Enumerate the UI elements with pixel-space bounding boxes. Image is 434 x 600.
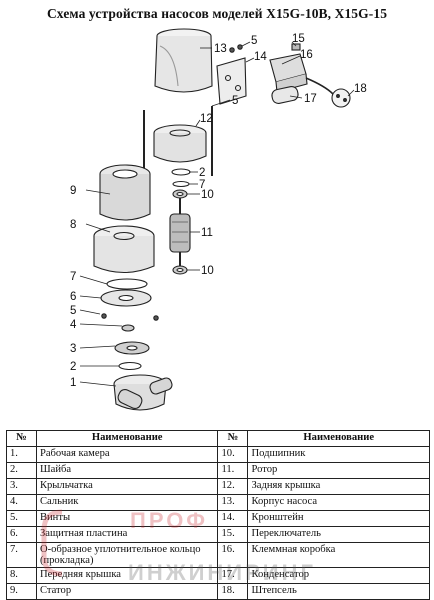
part-name: Рабочая камера <box>35 446 219 463</box>
table-row: 6. Защитная пластина 15. Переключатель <box>6 526 430 543</box>
callout-3: 3 <box>70 343 76 355</box>
part-name: Задняя крышка <box>247 478 430 495</box>
part-number: 18. <box>217 583 249 600</box>
callout-16: 16 <box>300 49 313 61</box>
callout-5-top: 5 <box>251 35 257 47</box>
part-name: Защитная пластина <box>35 526 219 543</box>
callout-11: 11 <box>201 227 213 239</box>
part-number: 16. <box>217 541 249 569</box>
table-header-row: № Наименование № Наименование <box>6 430 430 447</box>
table-row: 1. Рабочая камера 10. Подшипник <box>6 446 430 463</box>
part-number: 13. <box>217 494 249 511</box>
part-name: Корпус насоса <box>247 494 430 511</box>
rotor-part <box>169 198 191 268</box>
protective-plate-part <box>100 289 152 307</box>
callout-8: 8 <box>70 219 76 231</box>
table-row: 7. О-образное уплотнительное кольцо (про… <box>6 541 430 569</box>
part-number: 2. <box>6 462 37 479</box>
bearing-bottom-part <box>172 265 188 275</box>
part-name: Кронштейн <box>247 510 430 527</box>
callout-7-upper: 7 <box>199 179 205 191</box>
callout-17: 17 <box>304 93 317 105</box>
part-name: Шайба <box>35 462 219 479</box>
part-number: 5. <box>6 510 37 527</box>
column-header-number-right: № <box>217 430 249 447</box>
part-name: Переключатель <box>247 526 430 543</box>
callout-6: 6 <box>70 291 76 303</box>
rear-cover-part <box>153 124 207 163</box>
callout-5-lower: 5 <box>70 305 76 317</box>
part-number: 17. <box>217 567 249 585</box>
part-number: 3. <box>6 478 37 495</box>
table-row: 2. Шайба 11. Ротор <box>6 462 430 479</box>
column-header-name-left: Наименование <box>35 430 219 447</box>
page-title: Схема устройства насосов моделей X15G-10… <box>46 6 388 21</box>
stator-part <box>99 164 151 221</box>
callout-1: 1 <box>70 377 76 389</box>
callout-5-rods: 5 <box>232 95 238 107</box>
table-row: 4. Сальник 13. Корпус насоса <box>6 494 430 511</box>
bracket-part <box>216 57 247 105</box>
callout-10-upper: 10 <box>201 189 214 201</box>
part-name: Крыльчатка <box>35 478 219 495</box>
part-name: Статор <box>35 583 219 600</box>
part-number: 9. <box>6 583 37 600</box>
part-number: 4. <box>6 494 37 511</box>
callout-14: 14 <box>254 51 267 63</box>
pump-body-part <box>154 28 213 93</box>
part-number: 15. <box>217 526 249 543</box>
part-name: О-образное уплотнительное кольцо (прокла… <box>35 541 219 569</box>
table-row: 5. Винты 14. Кронштейн <box>6 510 430 527</box>
plug-part <box>331 88 351 108</box>
part-number: 1. <box>6 446 37 463</box>
part-number: 11. <box>217 462 249 479</box>
callout-10-lower: 10 <box>201 265 214 277</box>
callout-4: 4 <box>70 319 77 331</box>
part-number: 7. <box>6 541 37 569</box>
column-header-number-left: № <box>6 430 37 447</box>
table-row: 9. Статор 18. Штепсель <box>6 583 430 600</box>
part-name: Подшипник <box>247 446 430 463</box>
front-cover-part <box>93 225 155 274</box>
callout-12: 12 <box>200 113 213 125</box>
capacitor-part <box>271 86 299 104</box>
part-name: Клеммная коробка <box>247 541 430 569</box>
part-name: Передняя крышка <box>35 567 219 585</box>
parts-table: № Наименование № Наименование 1. Рабочая… <box>6 430 430 600</box>
callout-7-lower: 7 <box>70 271 76 283</box>
bearing-top-part <box>172 189 188 199</box>
part-number: 6. <box>6 526 37 543</box>
table-row: 8. Передняя крышка 17. Конденсатор <box>6 567 430 585</box>
callout-2-upper: 2 <box>199 167 205 179</box>
column-header-name-right: Наименование <box>247 430 430 447</box>
table-row: 3. Крыльчатка 12. Задняя крышка <box>6 478 430 495</box>
part-name: Конденсатор <box>247 567 430 585</box>
part-number: 10. <box>217 446 249 463</box>
callout-13: 13 <box>214 43 227 55</box>
part-name: Ротор <box>247 462 430 479</box>
callout-9: 9 <box>70 185 76 197</box>
callout-15: 15 <box>292 33 305 45</box>
impeller-part <box>114 341 150 355</box>
part-number: 14. <box>217 510 249 527</box>
callout-2-lower: 2 <box>70 361 76 373</box>
part-name: Штепсель <box>247 583 430 600</box>
exploded-view-diagram: 13 5 15 16 14 17 18 5 12 2 7 10 9 11 8 1… <box>70 28 367 411</box>
part-name: Сальник <box>35 494 219 511</box>
working-chamber-part <box>113 374 173 411</box>
part-name: Винты <box>35 510 219 527</box>
callout-18: 18 <box>354 83 367 95</box>
part-number: 12. <box>217 478 249 495</box>
part-number: 8. <box>6 567 37 585</box>
